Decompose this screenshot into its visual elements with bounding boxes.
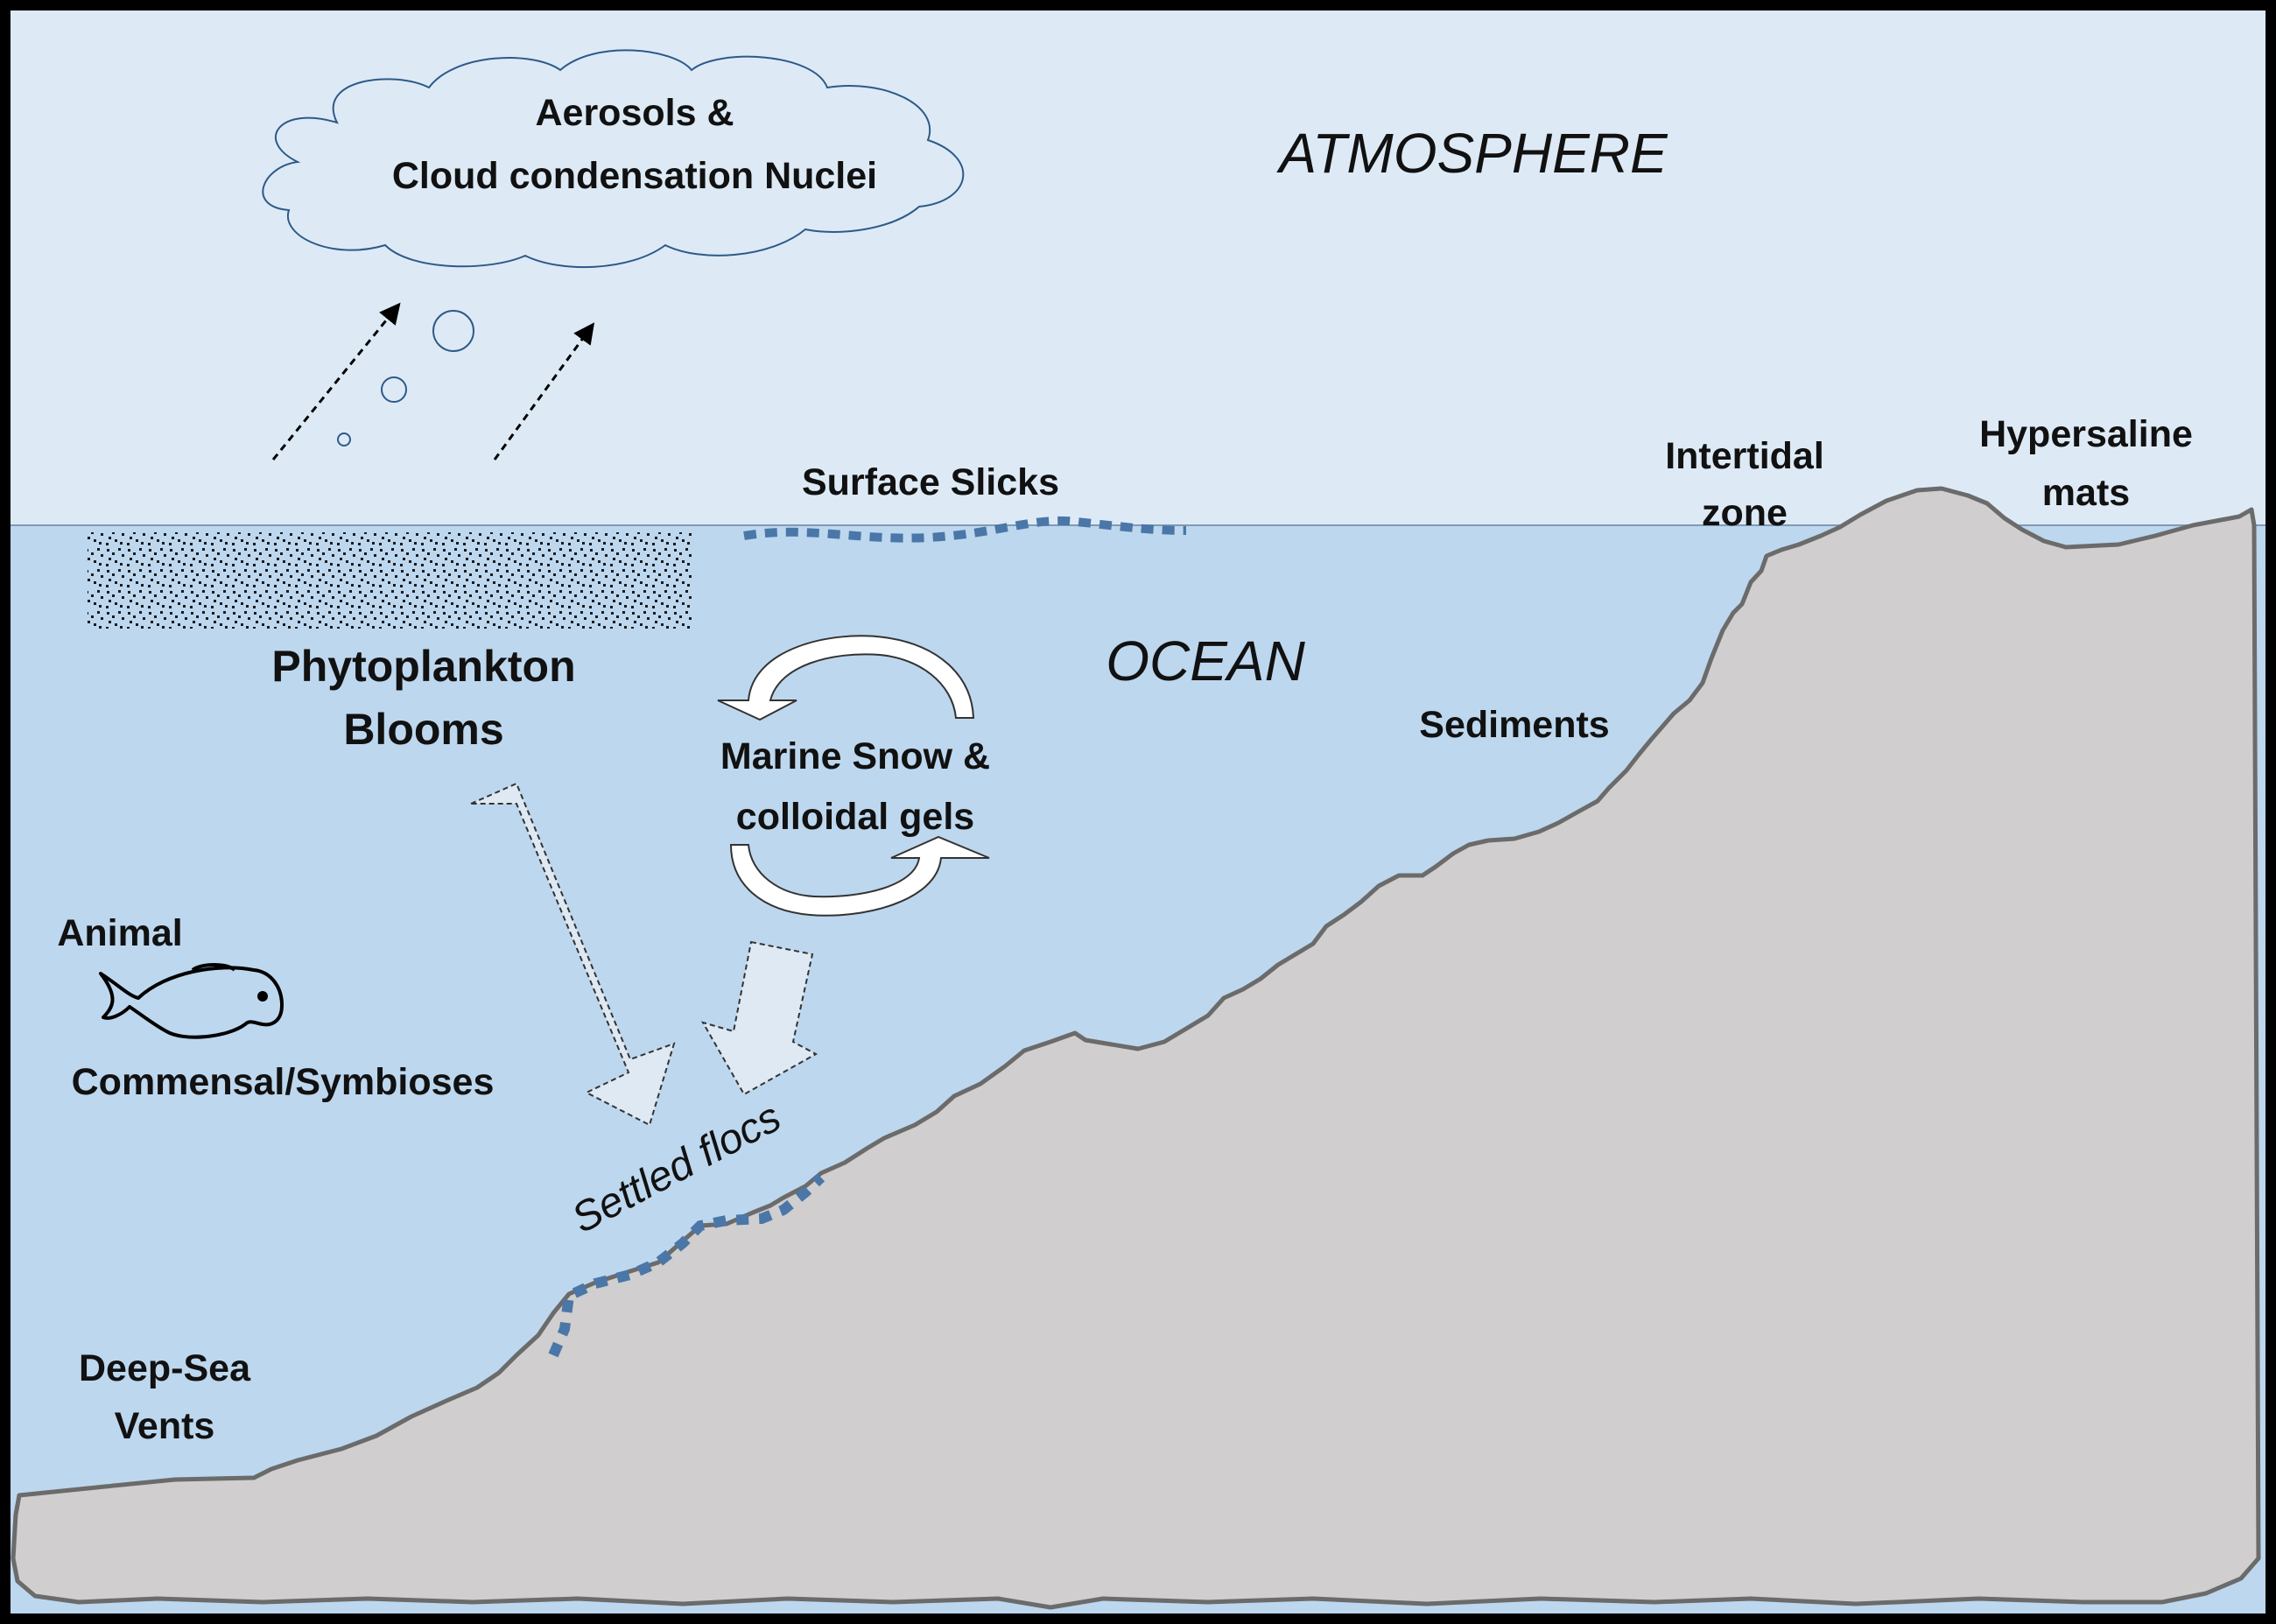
- deep-sea-label-line2: Vents: [115, 1405, 215, 1447]
- aerosols-label-line1: Aerosols &: [535, 92, 734, 134]
- bubble-icon: [337, 432, 351, 446]
- sinking-arrow-icon: [470, 782, 676, 1127]
- marine-snow-label-line1: Marine Snow &: [720, 735, 990, 777]
- phytoplankton-label-line2: Blooms: [343, 705, 503, 754]
- ocean-label: OCEAN: [1106, 629, 1305, 692]
- plankton-pattern-icon: [88, 532, 692, 629]
- seafloor: [11, 486, 2261, 1610]
- marine-snow-label-line2: colloidal gels: [736, 796, 974, 838]
- emission-arrow-icon: [271, 302, 401, 460]
- settled-flocs-line: [548, 1173, 825, 1358]
- phytoplankton-label-line1: Phytoplankton: [271, 642, 575, 691]
- sediments-label: Sediments: [1419, 704, 1609, 746]
- aerosols-label-line2: Cloud condensation Nuclei: [392, 155, 877, 197]
- hypersaline-label-line2: mats: [2042, 472, 2130, 514]
- commensal-label: Commensal/Symbioses: [72, 1061, 495, 1103]
- deep-sea-label-line1: Deep-Sea: [79, 1347, 251, 1389]
- bubble-icon: [432, 310, 474, 352]
- emission-arrow-icon: [493, 322, 595, 460]
- bubble-icon: [381, 376, 407, 403]
- hypersaline-label-line1: Hypersaline: [1979, 413, 2193, 455]
- sinking-arrow-icon: [700, 940, 818, 1096]
- intertidal-label-line1: Intertidal: [1665, 435, 1824, 477]
- surface-slicks-line: [743, 516, 1187, 543]
- surface-slicks-label: Surface Slicks: [802, 461, 1059, 503]
- atmosphere-label: ATMOSPHERE: [1275, 122, 1668, 185]
- cloud-icon: [262, 49, 965, 269]
- intertidal-label-line2: zone: [1702, 492, 1788, 534]
- cycle-arrow-icon: [717, 635, 990, 917]
- fish-icon: [99, 963, 284, 1039]
- animal-label: Animal: [57, 912, 182, 954]
